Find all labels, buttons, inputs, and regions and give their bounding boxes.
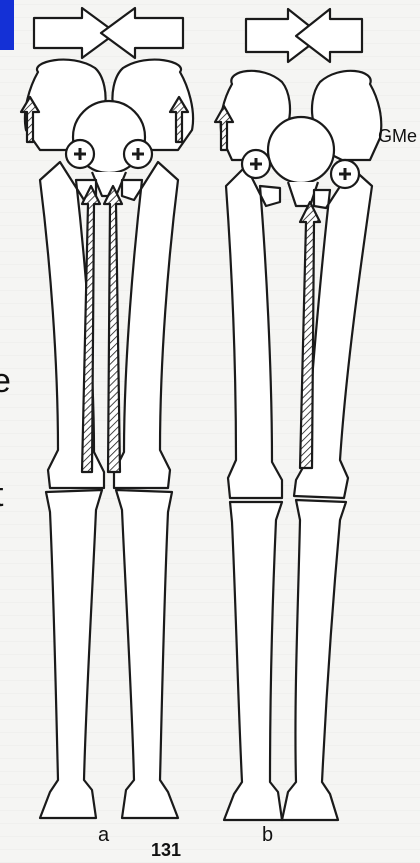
figure-a <box>21 8 193 818</box>
femur <box>226 166 372 498</box>
subfigure-label-b: b <box>262 824 273 847</box>
page-number: 131 <box>151 840 181 861</box>
tibia <box>40 490 178 818</box>
force-arrow-icon <box>246 9 362 62</box>
force-arrow-icon <box>34 8 183 58</box>
figure-b <box>215 9 381 820</box>
muscle-label: GMe <box>378 126 417 147</box>
tibia <box>224 500 346 820</box>
subfigure-label-a: a <box>98 824 109 847</box>
